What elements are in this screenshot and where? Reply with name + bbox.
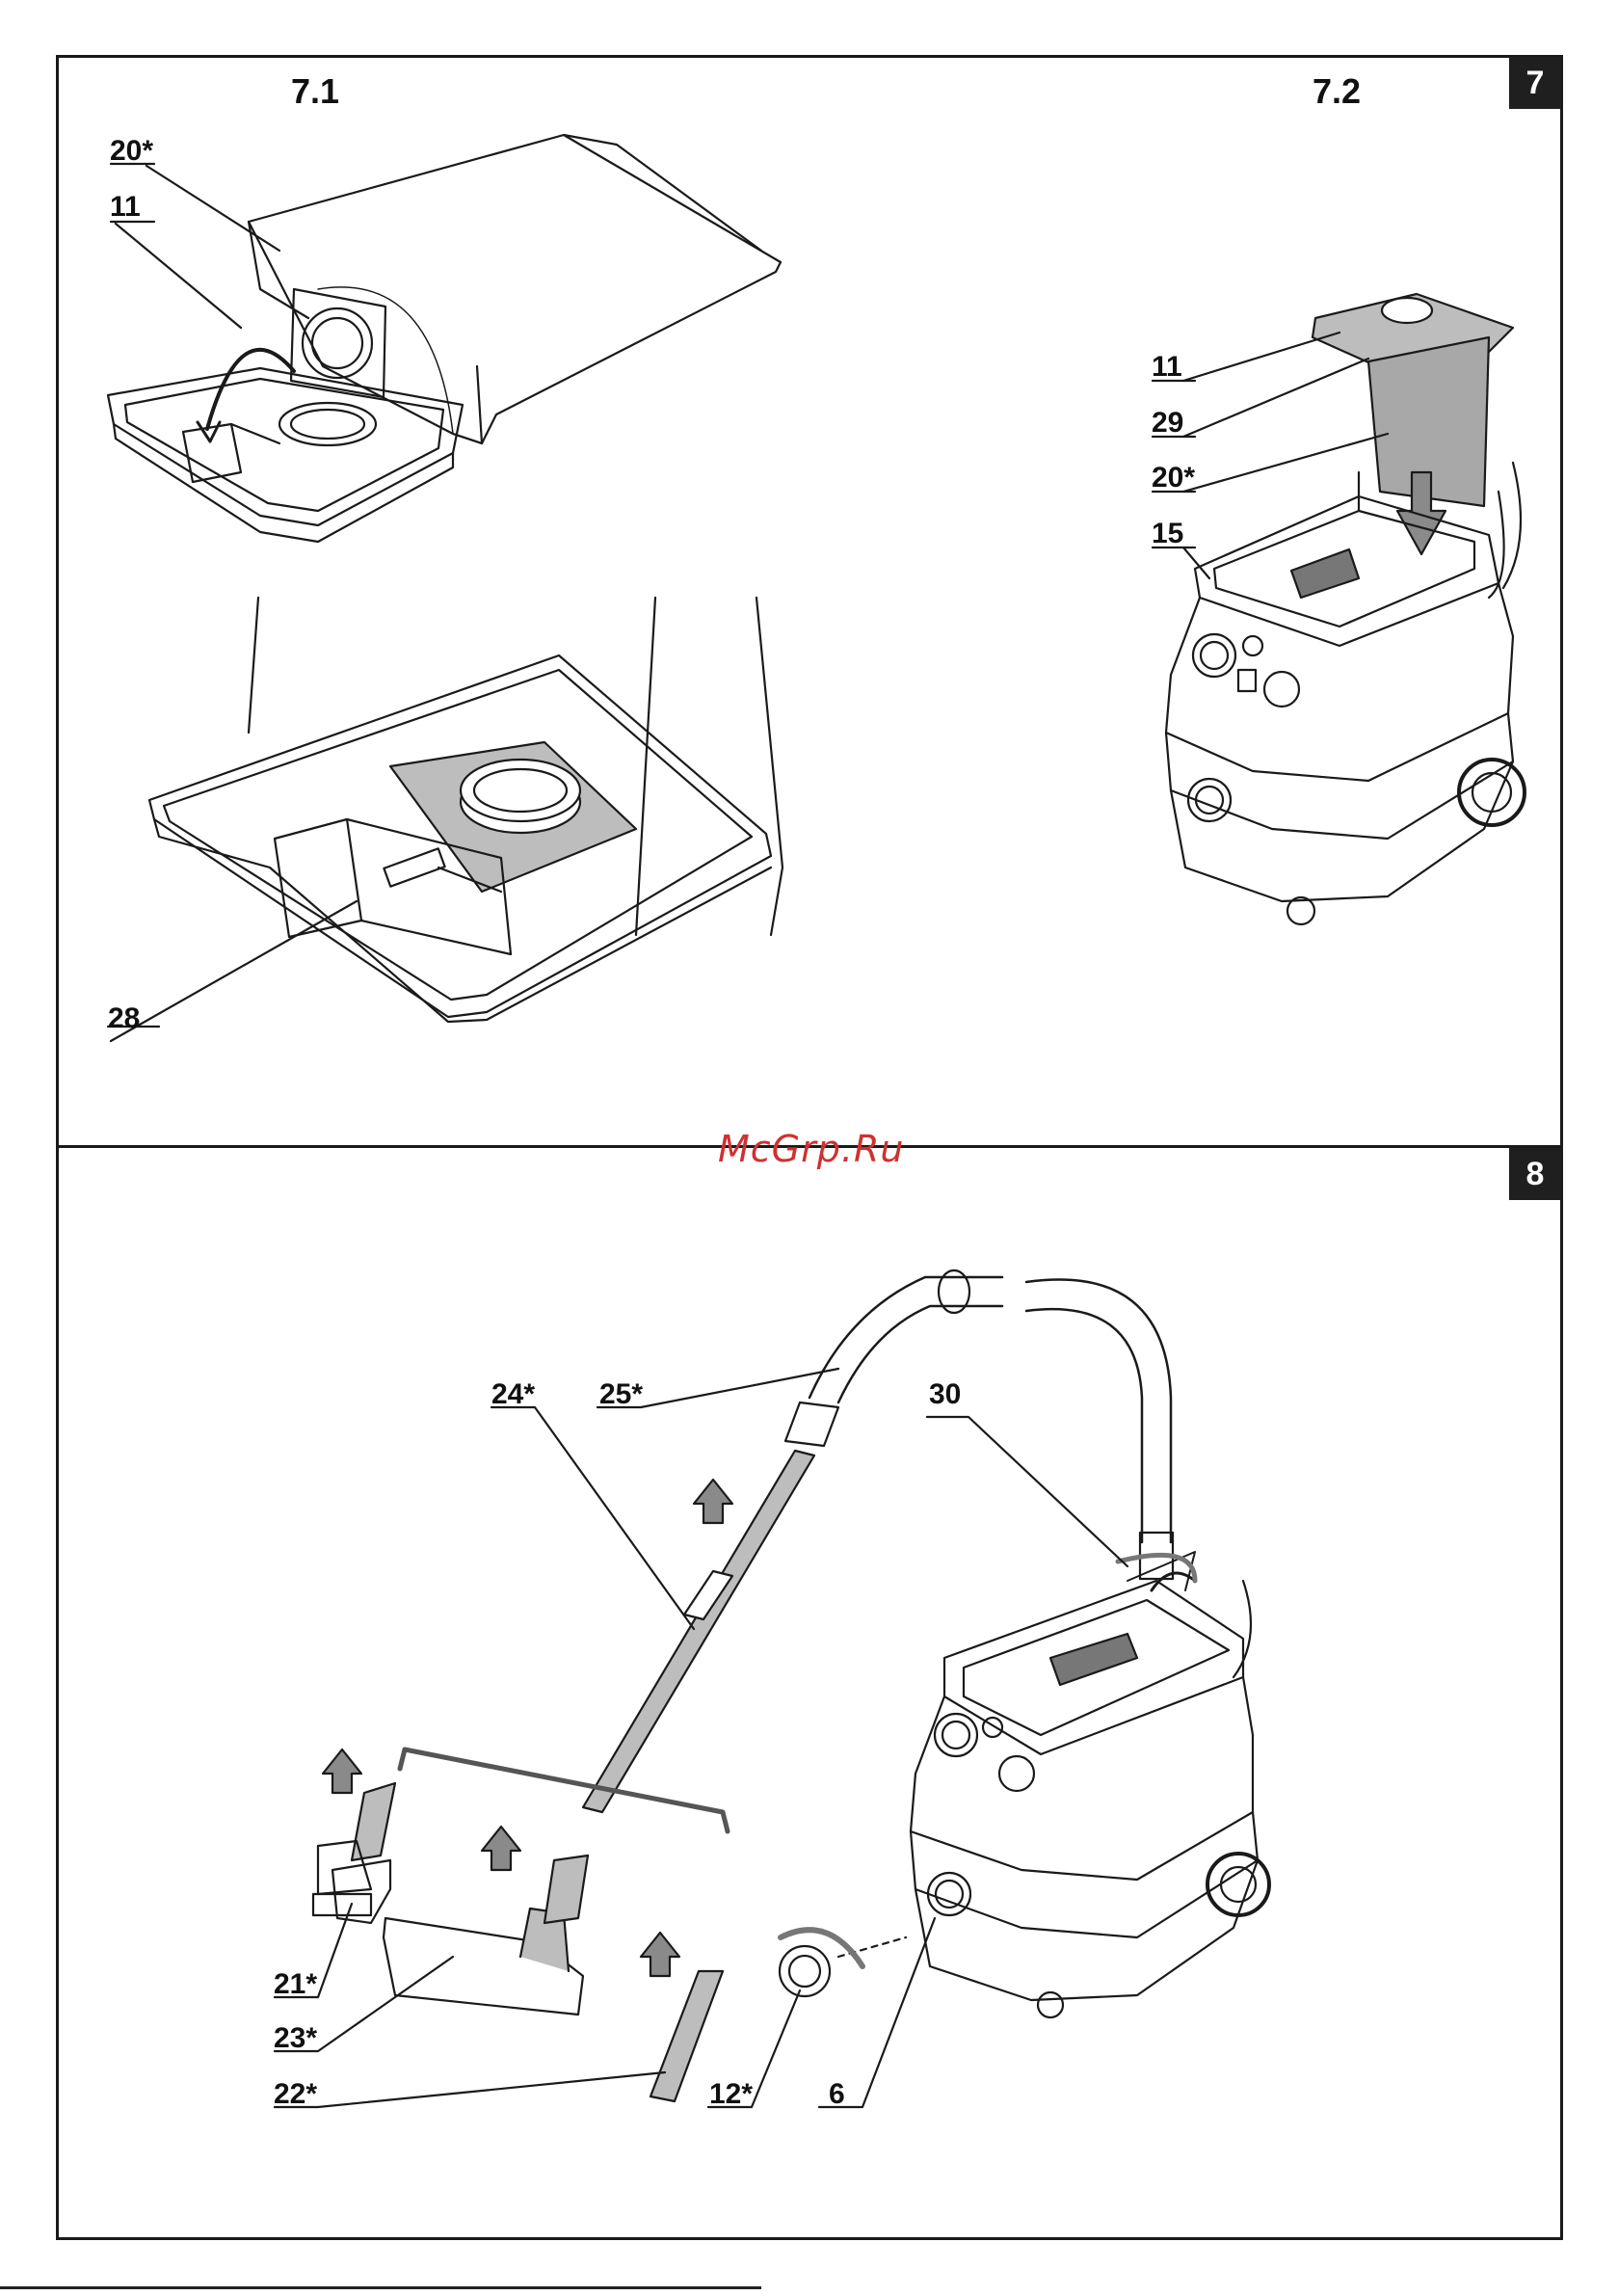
- callout-7-1-bag: 20*: [110, 135, 153, 168]
- bag-holder-plate-drawing: [108, 289, 463, 542]
- vacuum-7-2-drawing: [1166, 294, 1525, 924]
- callout-7-1-holder: 11: [110, 191, 141, 224]
- callout-8-inlet: 6: [829, 2078, 845, 2111]
- callout-7-2-container: 15: [1152, 518, 1183, 550]
- callout-8-handle: 25*: [599, 1378, 643, 1411]
- bag-holder-large-drawing: [149, 598, 782, 1022]
- callout-8-crevice-nozzle: 22*: [274, 2078, 317, 2111]
- callout-8-floor-nozzle: 23*: [274, 2022, 317, 2055]
- callout-8-tube: 24*: [491, 1378, 535, 1411]
- vacuum-8-drawing: [911, 1552, 1269, 2017]
- callout-7-1-slide: 28: [108, 1002, 140, 1035]
- hose-drawing: [785, 1270, 1173, 1579]
- callout-7-2-holder: 11: [1152, 351, 1182, 384]
- callout-8-adapter: 12*: [709, 2078, 753, 2111]
- callout-7-2-slide: 29: [1152, 407, 1183, 440]
- callout-7-2-bag: 20*: [1152, 462, 1195, 494]
- footer-rule: [0, 2286, 761, 2289]
- callout-8-brush: 21*: [274, 1968, 317, 2001]
- callout-8-connector: 30: [929, 1378, 961, 1411]
- dust-bag-drawing: [249, 135, 781, 443]
- suction-tube-drawing: [583, 1451, 814, 1812]
